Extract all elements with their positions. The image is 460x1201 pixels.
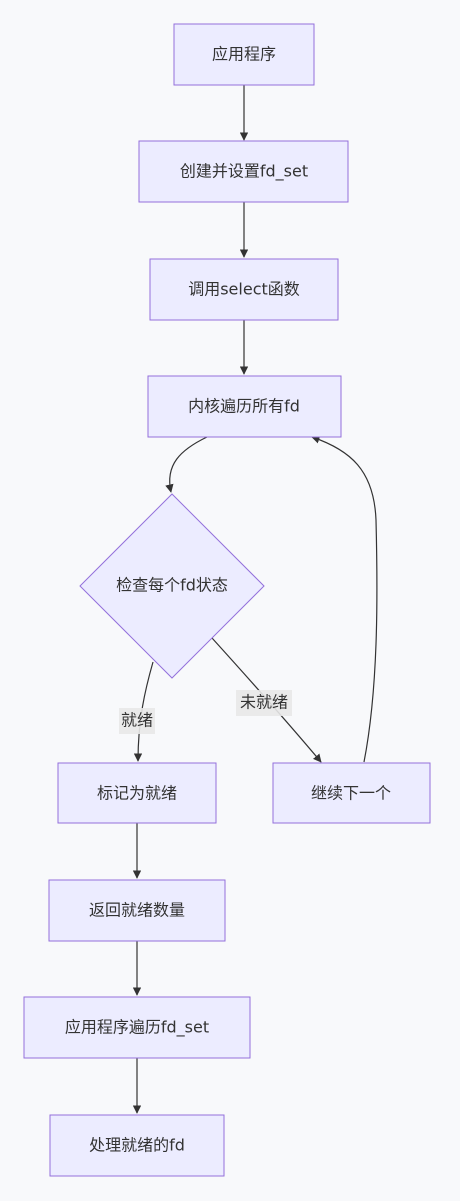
edge-kernel-to-check (165, 436, 208, 493)
edge-label-not-ready: 未就绪 (236, 690, 292, 716)
edge-label-ready: 就绪 (119, 708, 155, 734)
node-mark-ready-label: 标记为就绪 (97, 784, 177, 803)
node-continue-next-label: 继续下一个 (311, 784, 391, 803)
node-mark-ready: 标记为就绪 (57, 762, 217, 824)
node-kernel-iterate: 内核遍历所有fd (147, 375, 342, 438)
node-kernel-iterate-label: 内核遍历所有fd (188, 397, 300, 416)
node-return-count-label: 返回就绪数量 (89, 901, 185, 920)
node-check-state: 检查每个fd状态 (79, 493, 265, 679)
edge-check-to-mark (133, 661, 154, 762)
edge-label-ready-text: 就绪 (121, 711, 153, 730)
node-handle-ready: 处理就绪的fd (49, 1114, 225, 1177)
node-check-state-label: 检查每个fd状态 (116, 576, 228, 595)
node-call-select: 调用select函数 (149, 258, 339, 321)
node-app-iterate-label: 应用程序遍历fd_set (65, 1018, 209, 1038)
node-call-select-label: 调用select函数 (188, 280, 300, 299)
edge-label-not-ready-text: 未就绪 (240, 693, 288, 712)
node-create-fdset-label: 创建并设置fd_set (180, 162, 308, 182)
edge-continue-to-kernel (311, 435, 378, 763)
node-app: 应用程序 (173, 23, 315, 86)
node-continue-next: 继续下一个 (272, 762, 431, 824)
node-handle-ready-label: 处理就绪的fd (89, 1136, 185, 1155)
node-return-count: 返回就绪数量 (48, 879, 226, 942)
node-create-fdset: 创建并设置fd_set (138, 140, 349, 203)
node-app-iterate: 应用程序遍历fd_set (23, 996, 251, 1059)
node-app-label: 应用程序 (212, 45, 276, 64)
